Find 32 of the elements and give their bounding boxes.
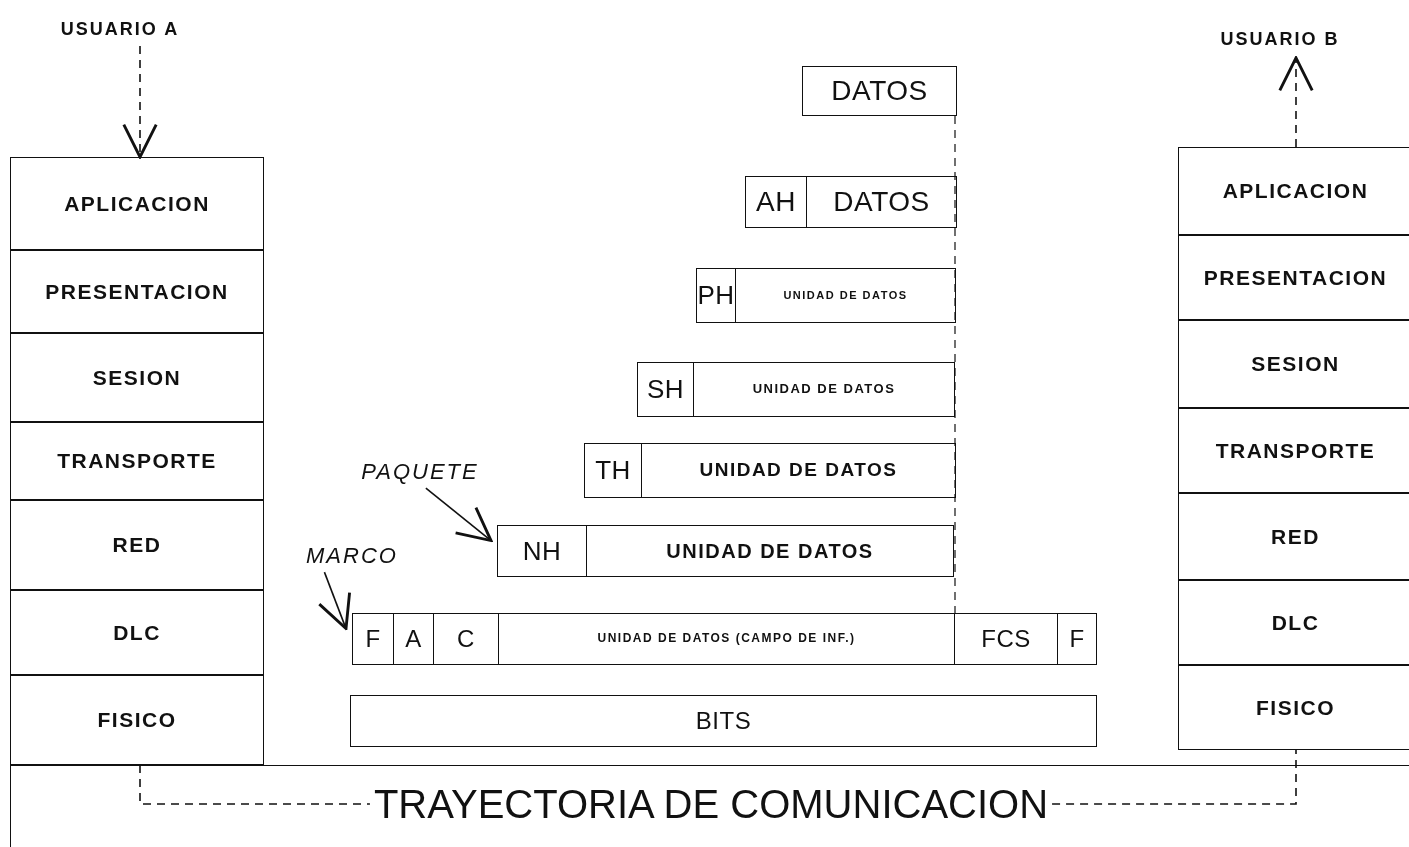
layer-box — [10, 675, 264, 765]
data-unit-frame — [497, 525, 954, 577]
arrow — [122, 45, 158, 159]
layer-box — [1178, 147, 1409, 235]
layer-box — [1178, 580, 1409, 665]
layer-box — [1178, 493, 1409, 580]
channel-band — [10, 765, 1409, 847]
layer-box — [10, 157, 264, 250]
layer-box — [1178, 408, 1409, 493]
connector-line — [139, 764, 371, 805]
arrow — [317, 571, 351, 631]
arrow — [425, 487, 493, 543]
field-label: UNIDAD DE DATOS (CAMPO DE INF.) — [597, 632, 856, 646]
field-label: UNIDAD DE DATOS — [783, 289, 908, 302]
data-unit-frame — [584, 443, 956, 498]
data-unit-frame — [696, 268, 956, 323]
data-unit-frame — [745, 176, 957, 228]
layer-box — [10, 250, 264, 333]
layer-box — [1178, 235, 1409, 320]
layer-box — [1178, 665, 1409, 750]
layer-box — [10, 422, 264, 500]
layer-box — [1178, 320, 1409, 408]
data-unit-frame — [350, 695, 1097, 747]
connector-line — [954, 115, 956, 614]
layer-box — [10, 590, 264, 675]
arrow — [1278, 56, 1314, 148]
data-unit-frame — [352, 613, 1097, 665]
layer-box — [10, 500, 264, 590]
layer-box — [10, 333, 264, 422]
data-unit-frame — [637, 362, 955, 417]
connector-line — [1051, 749, 1297, 805]
data-unit-frame — [802, 66, 957, 116]
